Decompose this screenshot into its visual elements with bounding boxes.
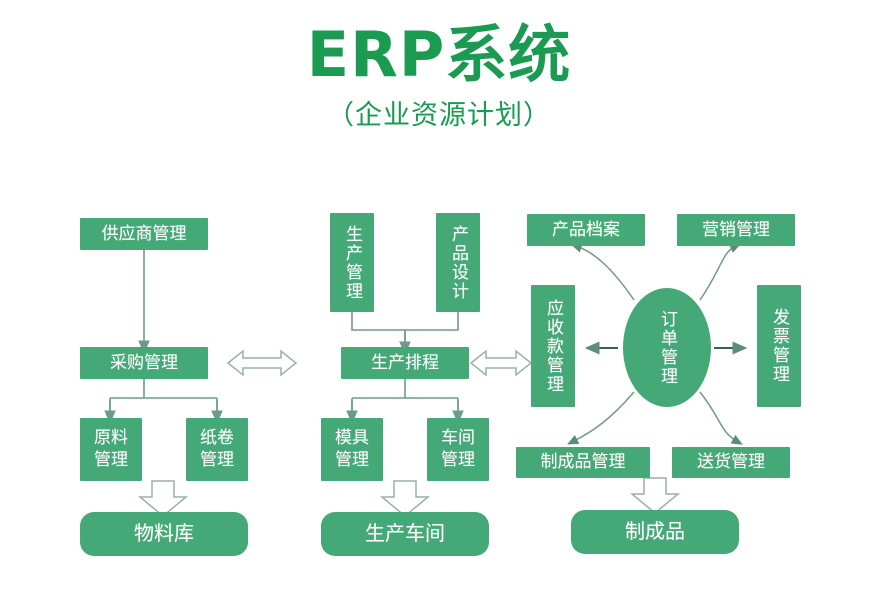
arrow-to-production-shop [379,480,431,517]
arrow-purchase-schedule [226,349,298,377]
node-label: 纸卷管理 [200,428,234,470]
page-title: ERP系统 [306,18,572,91]
edge-purchase-branch [109,379,218,414]
node-label: 模具管理 [335,428,369,470]
node-label: 制成品 [625,519,685,544]
node-label: 生产车间 [365,521,445,546]
node-material-store[interactable]: 物料库 [80,512,248,556]
node-label: 物料库 [134,521,194,546]
node-label: 制成品管理 [540,452,626,473]
edge-production-branch [351,312,459,345]
node-production-schedule[interactable]: 生产排程 [341,347,469,379]
node-label: 订单管理 [657,309,678,386]
node-mold-mgmt[interactable]: 模具管理 [321,418,383,481]
page-subtitle: （企业资源计划） [327,100,551,132]
node-finished-goods[interactable]: 制成品 [571,510,739,554]
node-label: 车间管理 [441,428,475,470]
node-workshop-mgmt[interactable]: 车间管理 [427,418,489,481]
edge-order-to-marketing [699,243,742,301]
node-label: 应收款管理 [543,298,564,394]
arrow-to-material-store [137,480,189,517]
node-label: 生产排程 [371,352,439,373]
node-label: 原料管理 [94,428,128,470]
node-label: 采购管理 [110,352,178,373]
arrow-to-finished-goods [629,477,681,514]
node-label: 营销管理 [702,219,770,240]
node-invoice-mgmt[interactable]: 发票管理 [757,285,801,407]
node-order-mgmt[interactable]: 订单管理 [623,288,711,407]
arrow-schedule-receivable [469,349,533,377]
node-product-design[interactable]: 产品设计 [436,213,480,312]
title-block: ERP系统 （企业资源计划） [0,22,878,132]
node-label: 生产管理 [342,224,363,301]
edge-order-to-product-archive [570,243,635,301]
node-material-mgmt[interactable]: 原料管理 [80,418,142,481]
node-paperroll-mgmt[interactable]: 纸卷管理 [186,418,248,481]
edge-order-to-delivery [699,391,743,445]
node-label: 送货管理 [697,452,765,473]
node-production-shop[interactable]: 生产车间 [321,512,489,556]
node-label: 供应商管理 [101,223,187,244]
node-finished-mgmt[interactable]: 制成品管理 [516,447,650,478]
node-production-mgmt[interactable]: 生产管理 [330,213,374,312]
node-label: 产品档案 [552,219,620,240]
node-supplier-mgmt[interactable]: 供应商管理 [80,218,208,250]
node-product-archive[interactable]: 产品档案 [527,214,645,246]
node-label: 产品设计 [448,224,469,301]
node-purchase-mgmt[interactable]: 采购管理 [80,347,208,379]
node-marketing-mgmt[interactable]: 营销管理 [677,214,795,246]
edge-order-to-finished-mgmt [567,391,635,445]
edge-schedule-branch [351,379,459,414]
node-label: 发票管理 [769,308,790,384]
node-delivery-mgmt[interactable]: 送货管理 [672,447,790,478]
node-receivable-mgmt[interactable]: 应收款管理 [531,285,575,407]
